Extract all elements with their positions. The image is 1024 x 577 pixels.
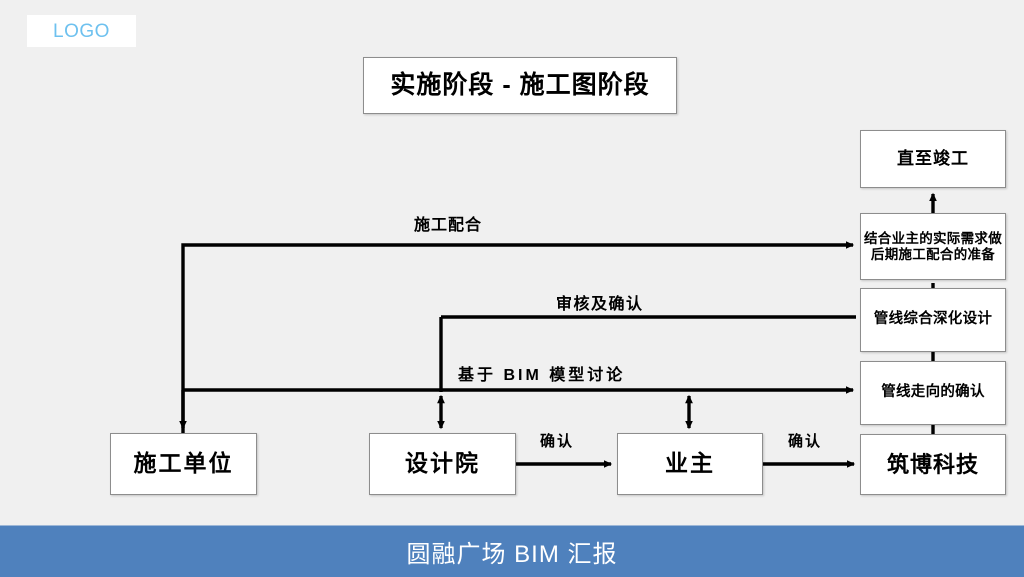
node-preparation: 结合业主的实际需求做后期施工配合的准备: [860, 213, 1006, 280]
page-title: 实施阶段 - 施工图阶段: [363, 57, 677, 114]
node-pipeline-deepening-design-label: 管线综合深化设计: [873, 311, 993, 328]
node-owner: 业主: [617, 433, 763, 495]
node-completion-label: 直至竣工: [897, 148, 969, 168]
node-design-institute-label: 设计院: [405, 450, 480, 477]
node-pipeline-deepening-design: 管线综合深化设计: [860, 288, 1006, 352]
wire-construction-coop: [181, 241, 855, 433]
logo-text: LOGO: [53, 20, 110, 42]
node-design-institute: 设计院: [369, 433, 516, 495]
edge-label-review-confirmation: 审核及确认: [556, 296, 644, 313]
footer-banner: 圆融广场 BIM 汇报: [0, 525, 1024, 577]
logo-placeholder: LOGO: [27, 15, 136, 47]
edge-label-confirm-owner-to-zhubo: 确认: [788, 433, 823, 450]
footer-title: 圆融广场 BIM 汇报: [406, 541, 618, 568]
node-owner-label: 业主: [665, 450, 715, 477]
node-construction-unit: 施工单位: [110, 433, 257, 495]
node-completion: 直至竣工: [860, 130, 1006, 188]
node-pipeline-route-confirmation: 管线走向的确认: [860, 361, 1006, 425]
node-preparation-label: 结合业主的实际需求做后期施工配合的准备: [864, 230, 1002, 262]
node-zhubo-technology: 筑博科技: [860, 434, 1006, 495]
node-pipeline-route-confirmation-label: 管线走向的确认: [881, 384, 985, 401]
page-title-text: 实施阶段 - 施工图阶段: [390, 70, 650, 99]
edge-label-bim-model-discussion: 基于 BIM 模型讨论: [458, 367, 626, 384]
node-zhubo-technology-label: 筑博科技: [886, 451, 979, 477]
node-construction-unit-label: 施工单位: [133, 450, 234, 477]
edge-label-confirm-design-to-owner: 确认: [540, 433, 575, 450]
edge-label-construction-cooperation: 施工配合: [414, 217, 483, 234]
